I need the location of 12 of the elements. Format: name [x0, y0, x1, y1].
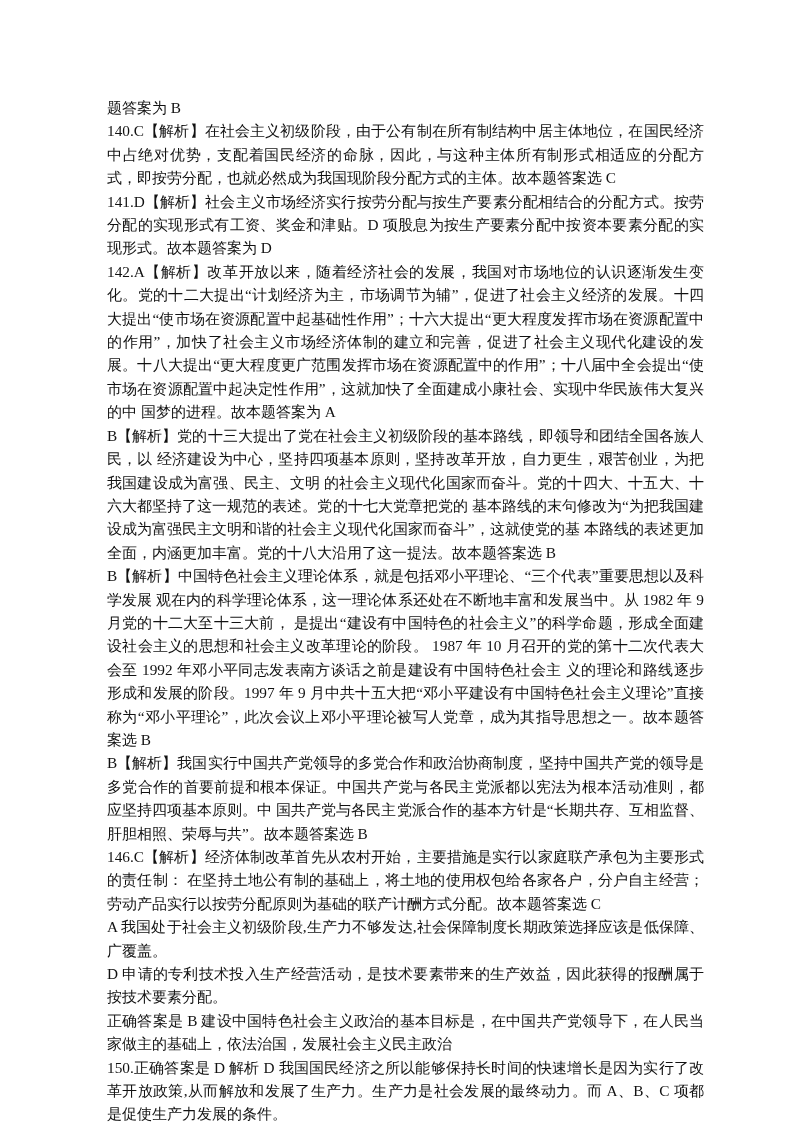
- answer-paragraph: 142.A【解析】改革开放以来，随着经济社会的发展，我国对市场地位的认识逐渐发生变化。党的十二大提出“计划经济为主，市场调节为辅”，促进了社会主义经济的发展。十四大提出“使市场在资源配置中起基础性作用”；十六大提出“更大程度发挥市场在资源配置中的作用”，加快了社会主义市场经济体制的建立和完善，促进了社会主义现代化建设的发展。十八大提出“更大程度更广范围发挥市场在资源配置中的作用”；十八届中全会提出“使市场在资源配置中起决定性作用”，这就加快了全面建成小康社会、实现中华民族伟大复兴的中 国梦的进程。故本题答案为 A: [107, 261, 704, 423]
- answer-paragraph: B【解析】党的十三大提出了党在社会主义初级阶段的基本路线，即领导和团结全国各族人民，以 经济建设为中心，坚持四项基本原则，坚持改革开放，自力更生，艰苦创业，为把我国建设成为富强、民主、文明 的社会主义现代化国家而奋斗。党的十四大、十五大、十六大都坚持了这一规范的表述。党的十七大党章把党的 基本路线的末句修改为“为把我国建设成为富强民主文明和谐的社会主义现代化国家而奋斗”，这就使党的基 本路线的表述更加全面，内涵更加丰富。党的十八大沿用了这一提法。故本题答案选 B: [107, 425, 704, 563]
- answer-paragraph: 正确答案是 B 建设中国特色社会主义政治的基本目标是，在中国共产党领导下，在人民当家做主的基础上，依法治国，发展社会主义民主政治: [107, 1010, 704, 1055]
- answer-paragraph: D 申请的专利技术投入生产经营活动，是技术要素带来的生产效益，因此获得的报酬属于按技术要素分配。: [107, 964, 704, 1008]
- answer-paragraph: 题答案为 B: [107, 98, 183, 118]
- answer-paragraph: 141.D【解析】社会主义市场经济实行按劳分配与按生产要素分配相结合的分配方式。按劳分配的实现形式有工资、奖金和津贴。D 项股息为按生产要素分配中按资本要素分配的实现形式。故本题答案为 D: [107, 191, 704, 259]
- answer-paragraph: 140.C【解析】在社会主义初级阶段，由于公有制在所有制结构中居主体地位，在国民经济中占绝对优势，支配着国民经济的命脉，因此，与这种主体所有制形式相适应的分配方式，即按劳分配，也就必然成为我国现阶段分配方式的主体。故本题答案选 C: [107, 121, 704, 189]
- answer-paragraph: B【解析】中国特色社会主义理论体系，就是包括邓小平理论、“三个代表”重要思想以及科学发展 观在内的科学理论体系，这一理论体系还处在不断地丰富和发展当中。从 1982 年 9 月党的十二大至十三大前， 是提出“建设有中国特色的社会主义”的科学命题，形成全面建设社会主义的思想和社会主义改革理论的阶段。 1987 年 10 月召开的党的第十二次代表大会至 1992 年邓小平同志发表南方谈话之前是建设有中国特色社会主 义的理论和路线逐步形成和发展的阶段。1997 年 9 月中共十五大把“邓小平建设有中国特色社会主义理论”直接称为“邓小平理论”，此次会议上邓小平理论被写人党章，成为其指导思想之一。故本题答案选 B: [107, 566, 704, 750]
- answer-paragraph: B【解析】我国实行中国共产党领导的多党合作和政治协商制度，坚持中国共产党的领导是多党合作的首要前提和根本保证。中国共产党与各民主党派都以宪法为根本活动准则，都应坚持四项基本原则。中 国共产党与各民主党派合作的基本方针是“长期共存、互相监督、肝胆相照、荣辱与共”。故本题答案选 B: [107, 753, 704, 844]
- answer-paragraph: A 我国处于社会主义初级阶段,生产力不够发达,社会保障制度长期政策选择应该是低保障、广覆盖。: [107, 917, 704, 961]
- answer-paragraph: 150.正确答案是 D 解析 D 我国国民经济之所以能够保持长时间的快速增长是因为实行了改革开放政策,从而解放和发展了生产力。生产力是社会发展的最终动力。而 A、B、C 项都是促使生产力发展的条件。: [107, 1057, 704, 1125]
- answer-paragraph: 146.C【解析】经济体制改革首先从农村开始，主要措施是实行以家庭联产承包为主要形式的责任制： 在坚持土地公有制的基础上，将土地的使用权包给各家各户，分户自主经营；劳动产品实行以按劳分配原则为基础的联产计酬方式分配。故本题答案选 C: [107, 847, 704, 914]
